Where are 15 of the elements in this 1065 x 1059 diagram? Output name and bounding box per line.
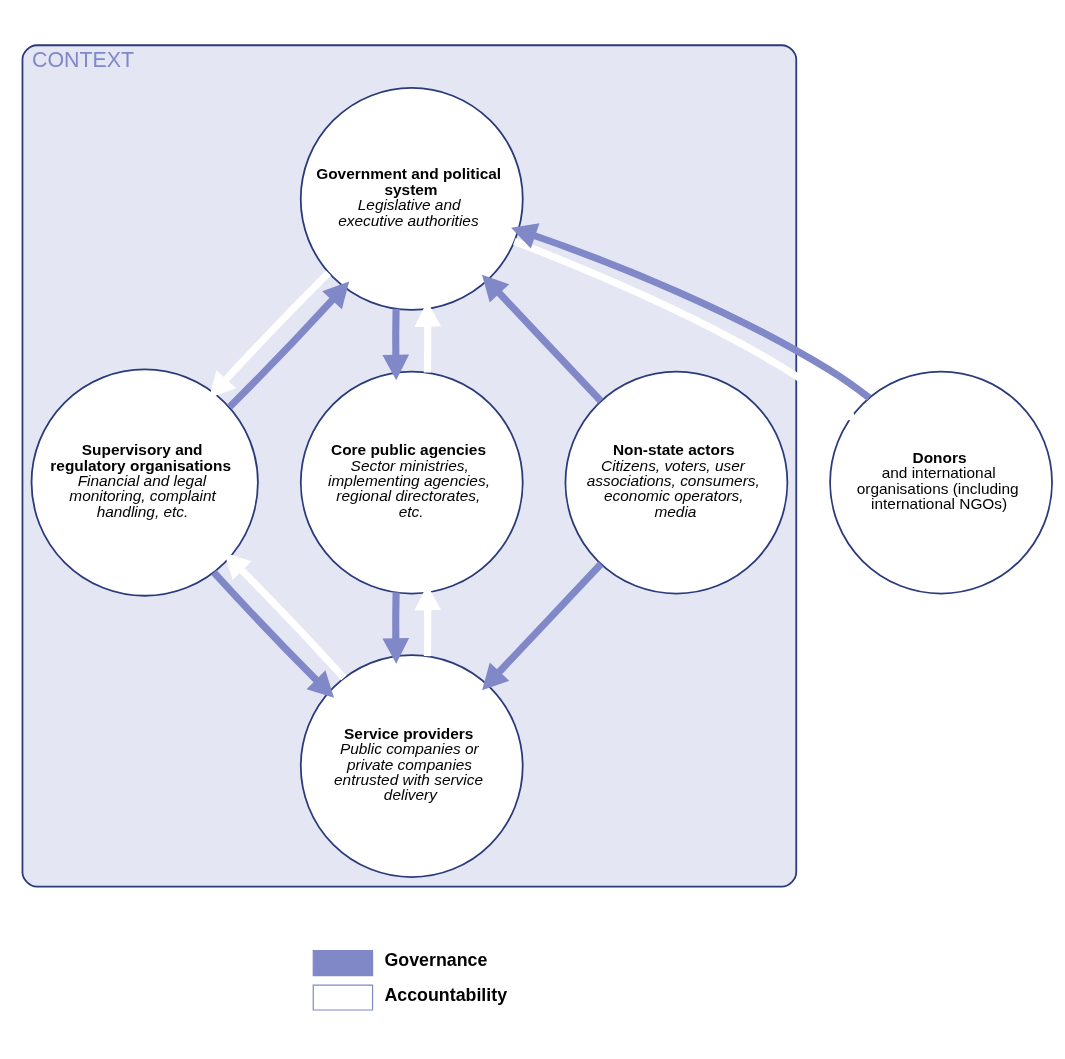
arrow (224, 552, 347, 680)
arrow (513, 237, 858, 422)
arrow (482, 561, 604, 690)
arrow (511, 222, 872, 401)
node-circle: Service providers Public companies or private companies entrusted with service delivery (299, 653, 524, 878)
legend-label: Accountability (384, 984, 508, 1005)
arrow (481, 274, 604, 403)
node-circle: Core public agencies Sector ministries, implementing agencies, regional directorates, etc. (299, 370, 524, 594)
legend-label: Governance (384, 949, 488, 970)
arrow (211, 569, 334, 698)
node-circle: Non-state actors Citizens, voters, user associations, consumers, economic operators, media (564, 370, 789, 594)
arrow (209, 269, 331, 398)
arrow (382, 308, 410, 380)
arrow (227, 281, 350, 410)
arrow (382, 591, 410, 664)
